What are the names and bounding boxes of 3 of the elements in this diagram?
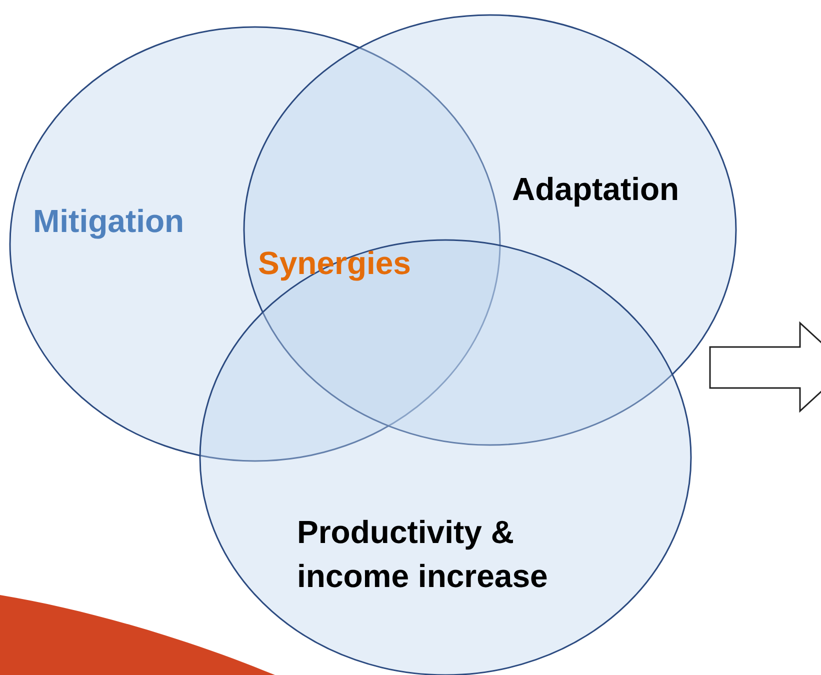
circle-label: Productivity & income increase (297, 513, 549, 596)
circle-label: Mitigation (33, 202, 184, 241)
circle-label: Adaptation (512, 170, 680, 209)
